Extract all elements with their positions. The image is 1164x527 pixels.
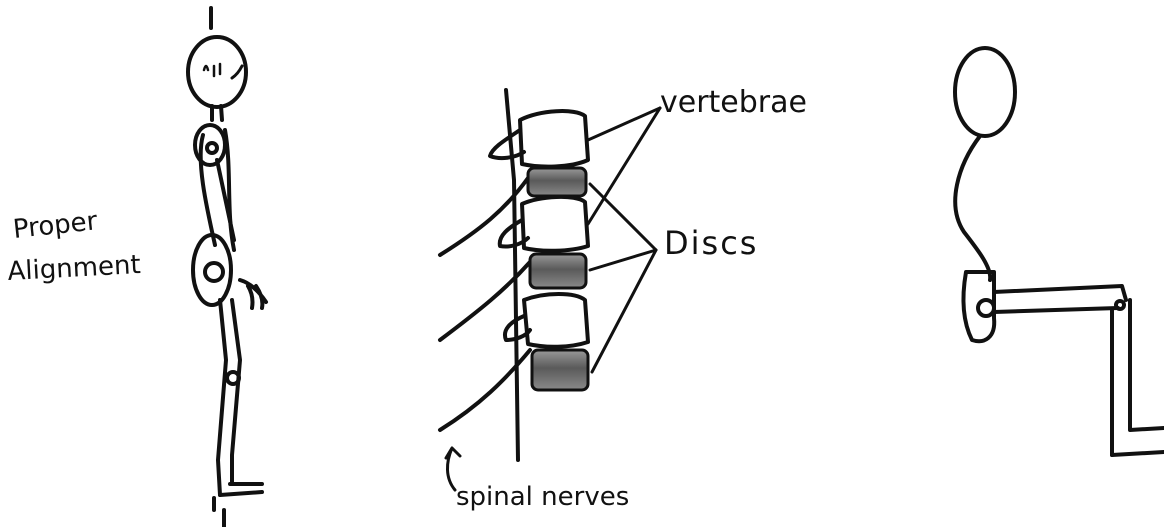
- proper-alignment-label-line2: Alignment: [7, 250, 142, 287]
- standing-figure: Proper Alignment: [7, 8, 266, 527]
- disc-2: [530, 254, 586, 288]
- seated-figure: [955, 48, 1164, 455]
- spine-detail: vertebrae Discs spinal nerves: [440, 85, 807, 512]
- vertebra-1: [490, 111, 588, 167]
- vertebrae-label: vertebrae: [660, 85, 807, 120]
- disc-1: [528, 168, 586, 196]
- disc-3: [532, 350, 588, 390]
- spinal-nerves-label: spinal nerves: [456, 482, 629, 512]
- discs-label: Discs: [664, 224, 758, 262]
- proper-alignment-label-line1: Proper: [12, 206, 99, 245]
